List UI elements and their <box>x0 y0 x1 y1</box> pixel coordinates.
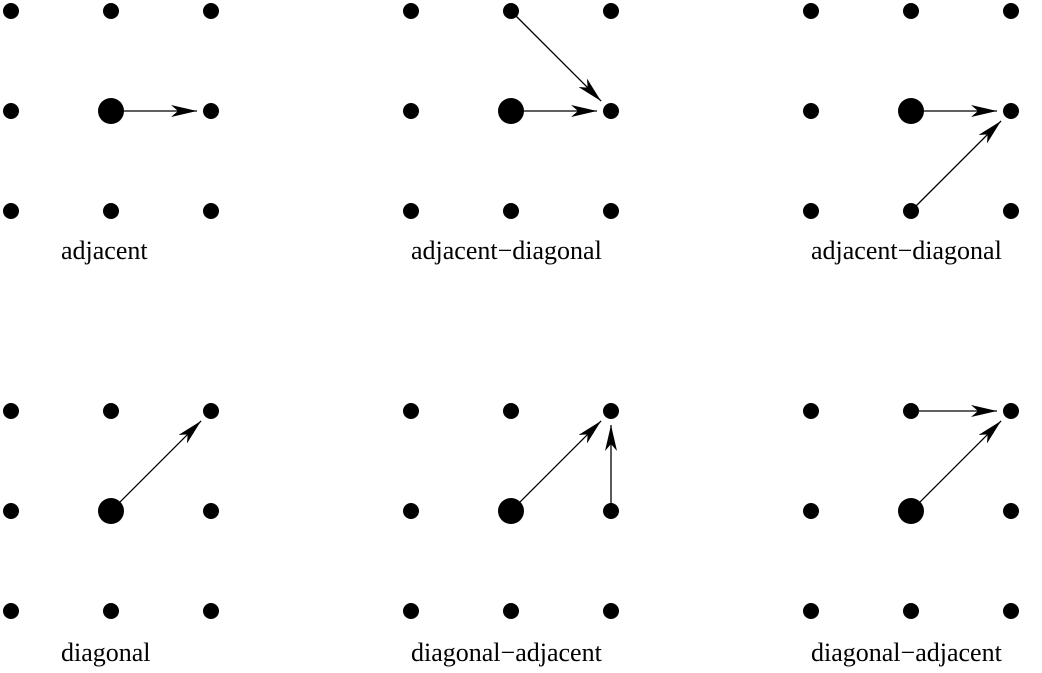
panel-adjacent-diagonal-lower: adjacent−diagonal <box>803 3 1019 265</box>
arrow-group <box>910 105 1002 212</box>
grid-node <box>603 3 619 19</box>
grid-node <box>103 603 119 619</box>
grid-node <box>503 203 519 219</box>
panel-caption: adjacent <box>61 236 148 265</box>
grid-node <box>3 603 19 619</box>
node-grid <box>803 403 1019 619</box>
grid-node <box>1003 3 1019 19</box>
grid-node <box>803 203 819 219</box>
grid-node <box>403 3 419 19</box>
panel-caption: diagonal−adjacent <box>411 638 603 667</box>
grid-node <box>803 603 819 619</box>
grid-node <box>403 503 419 519</box>
panel-caption: diagonal <box>61 638 151 667</box>
panel-adjacent-diagonal-upper: adjacent−diagonal <box>403 3 619 265</box>
grid-node <box>403 203 419 219</box>
panel-caption: adjacent−diagonal <box>811 236 1002 265</box>
node-grid <box>3 403 219 619</box>
arrow-group <box>510 10 602 117</box>
panel-caption: diagonal−adjacent <box>811 638 1003 667</box>
grid-node <box>603 603 619 619</box>
grid-node <box>803 503 819 519</box>
grid-node <box>903 3 919 19</box>
center-node <box>498 98 524 124</box>
grid-node <box>803 103 819 119</box>
panel-diagonal: diagonal <box>3 403 219 667</box>
node-grid <box>803 3 1019 219</box>
center-node <box>98 498 124 524</box>
grid-node <box>1003 503 1019 519</box>
grid-node <box>603 203 619 219</box>
move-arrow <box>119 420 202 503</box>
grid-node <box>503 603 519 619</box>
node-grid <box>403 403 619 619</box>
grid-node <box>203 103 219 119</box>
node-grid <box>3 3 219 219</box>
grid-node <box>403 103 419 119</box>
grid-node <box>203 403 219 419</box>
center-node <box>498 498 524 524</box>
center-node <box>98 98 124 124</box>
grid-node <box>1003 603 1019 619</box>
panel-diagonal-adjacent-vertical: diagonal−adjacent <box>403 403 619 667</box>
grid-node <box>3 203 19 219</box>
grid-node <box>1003 203 1019 219</box>
grid-node <box>603 403 619 419</box>
move-arrow <box>510 10 602 102</box>
grid-node <box>1003 103 1019 119</box>
center-node <box>898 98 924 124</box>
move-arrow <box>919 420 1002 503</box>
move-arrow <box>910 120 1002 212</box>
arrow-group <box>519 420 617 511</box>
grid-node <box>603 103 619 119</box>
grid-node <box>903 603 919 619</box>
grid-node <box>403 603 419 619</box>
grid-node <box>3 403 19 419</box>
center-node <box>898 498 924 524</box>
panel-diagonal-adjacent-horizontal: diagonal−adjacent <box>803 403 1019 667</box>
arrow-group <box>119 420 202 503</box>
move-arrow <box>519 420 602 503</box>
grid-node <box>403 403 419 419</box>
grid-node <box>103 403 119 419</box>
grid-node <box>503 403 519 419</box>
panel-adjacent: adjacent <box>3 3 219 265</box>
arrow-group <box>911 405 1002 503</box>
panel-caption: adjacent−diagonal <box>411 236 602 265</box>
grid-node <box>103 3 119 19</box>
grid-node <box>803 403 819 419</box>
grid-node <box>203 503 219 519</box>
grid-node <box>203 603 219 619</box>
grid-node <box>803 3 819 19</box>
grid-node <box>3 103 19 119</box>
grid-node <box>3 3 19 19</box>
grid-node <box>103 203 119 219</box>
grid-node <box>1003 403 1019 419</box>
grid-node <box>203 3 219 19</box>
node-grid <box>403 3 619 219</box>
grid-node <box>3 503 19 519</box>
grid-node <box>203 203 219 219</box>
